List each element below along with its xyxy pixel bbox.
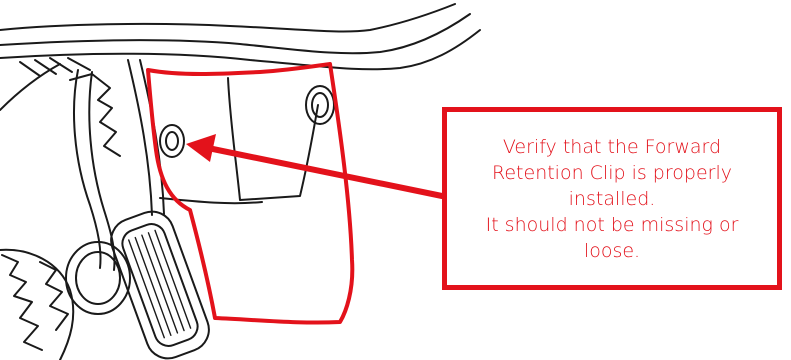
arrow-icon [186, 134, 445, 199]
dashboard-edge [0, 3, 456, 33]
accelerator-arm [127, 59, 153, 216]
retention-clip-icon [159, 124, 185, 158]
dashboard-lower-trim [0, 29, 481, 71]
callout-line-3: installed. [568, 187, 656, 210]
retention-clip-inner [165, 131, 179, 151]
callout-line-5: loose. [583, 239, 641, 262]
callout-line-2: Retention Clip is properly [492, 161, 732, 184]
accelerator-pedal [110, 210, 210, 360]
callout-line-4: It should not be missing or [485, 213, 739, 236]
brake-pedal-pad [65, 241, 131, 315]
rear-clip-boss-inner [311, 92, 329, 118]
cover-panel-outline [146, 62, 355, 325]
floor-mat-edge [0, 248, 75, 360]
panel-fold [227, 77, 319, 201]
rear-clip-boss [305, 85, 335, 125]
callout-box: Verify that the Forward Retention Clip i… [442, 107, 782, 290]
dash-panel [0, 63, 61, 111]
pedal-bracket [69, 73, 121, 157]
dashboard-trim [0, 13, 471, 55]
brake-pedal-arm [73, 69, 102, 269]
panel-fold-side [159, 197, 263, 205]
brake-pedal-pad-inner [75, 251, 121, 305]
dash-panel-vents [19, 57, 91, 77]
callout-line-1: Verify that the Forward [502, 135, 722, 158]
floor-mat-pattern [1, 254, 69, 351]
